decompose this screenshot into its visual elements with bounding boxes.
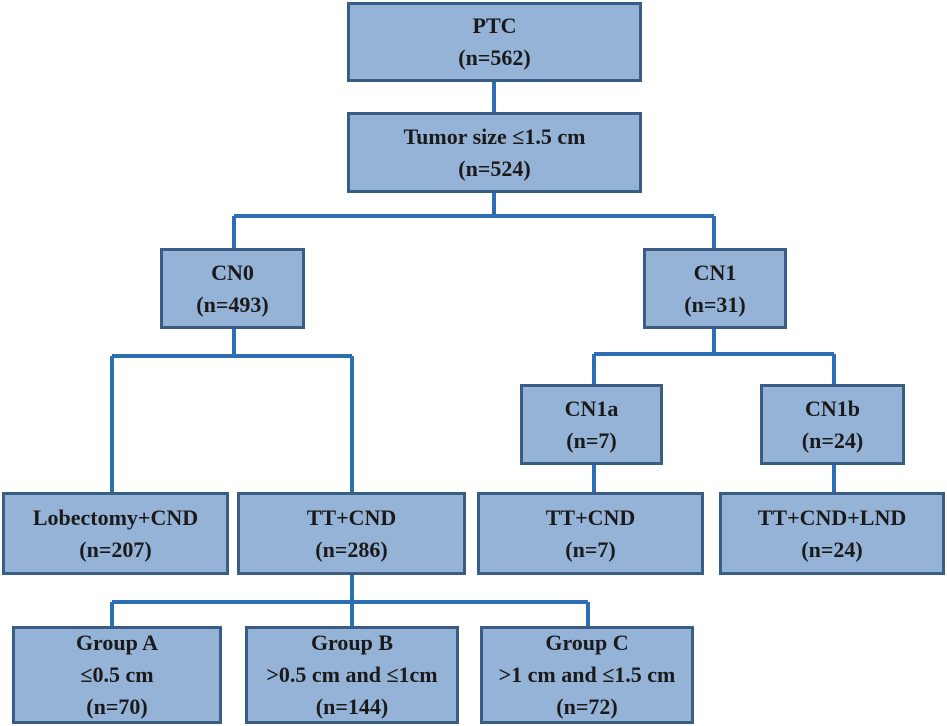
node-cn1b-line-1: CN1b (804, 395, 860, 421)
node-tt-cnd-cn1a: TT+CND (n=7) (477, 492, 704, 575)
node-group-c: Group C >1 cm and ≤1.5 cm (n=72) (480, 626, 694, 724)
node-group-a: Group A ≤0.5 cm (n=70) (12, 626, 222, 724)
node-cn0-line-2: (n=493) (196, 291, 269, 317)
node-cn1-line-1: CN1 (693, 259, 737, 285)
node-tumor-size-line-1: Tumor size ≤1.5 cm (403, 123, 586, 149)
node-group-b: Group B >0.5 cm and ≤1cm (n=144) (245, 626, 459, 724)
node-lobectomy-cnd-line-1: Lobectomy+CND (32, 504, 199, 530)
node-lobectomy-cnd: Lobectomy+CND (n=207) (2, 492, 229, 575)
node-tt-cnd-cn1a-line-2: (n=7) (565, 536, 616, 562)
connector-tumor-branches (232, 192, 716, 248)
node-group-c-line-2: >1 cm and ≤1.5 cm (498, 662, 676, 687)
connector-ttcnd-groups (110, 574, 590, 626)
node-group-a-line-2: ≤0.5 cm (80, 662, 154, 687)
connector-cn0-branches (110, 328, 354, 492)
node-group-c-line-3: (n=72) (556, 694, 618, 719)
node-tt-cnd-line-1: TT+CND (306, 504, 397, 530)
node-lobectomy-cnd-line-2: (n=207) (79, 536, 152, 562)
node-tumor-size-line-2: (n=524) (458, 155, 531, 181)
node-group-b-line-2: >0.5 cm and ≤1cm (266, 662, 438, 687)
node-cn1: CN1 (n=31) (643, 248, 787, 329)
node-tt-cnd: TT+CND (n=286) (237, 492, 466, 575)
node-cn1a: CN1a (n=7) (520, 384, 663, 465)
node-tumor-size: Tumor size ≤1.5 cm (n=524) (347, 112, 642, 193)
node-tt-cnd-cn1a-line-1: TT+CND (545, 504, 636, 530)
node-tt-cnd-lnd: TT+CND+LND (n=24) (719, 492, 945, 575)
node-ptc-line-2: (n=562) (458, 45, 531, 70)
node-tt-cnd-line-2: (n=286) (315, 536, 388, 562)
node-cn1a-line-1: CN1a (564, 395, 619, 421)
node-ptc: PTC (n=562) (347, 2, 642, 82)
node-cn1a-line-2: (n=7) (566, 427, 617, 453)
node-group-b-line-1: Group B (310, 630, 394, 655)
node-cn0: CN0 (n=493) (160, 248, 305, 329)
node-cn0-line-1: CN0 (211, 259, 254, 285)
node-cn1b: CN1b (n=24) (760, 384, 905, 465)
node-group-a-line-1: Group A (75, 630, 159, 655)
node-cn1b-line-2: (n=24) (801, 427, 864, 453)
node-ptc-line-1: PTC (472, 13, 517, 38)
node-group-b-line-3: (n=144) (315, 694, 389, 719)
connector-cn1-branches (592, 328, 836, 384)
node-group-a-line-3: (n=70) (86, 694, 148, 719)
node-tt-cnd-lnd-line-2: (n=24) (801, 536, 863, 562)
node-group-c-line-1: Group C (545, 630, 629, 655)
node-tt-cnd-lnd-line-1: TT+CND+LND (757, 504, 907, 530)
node-cn1-line-2: (n=31) (684, 291, 746, 317)
